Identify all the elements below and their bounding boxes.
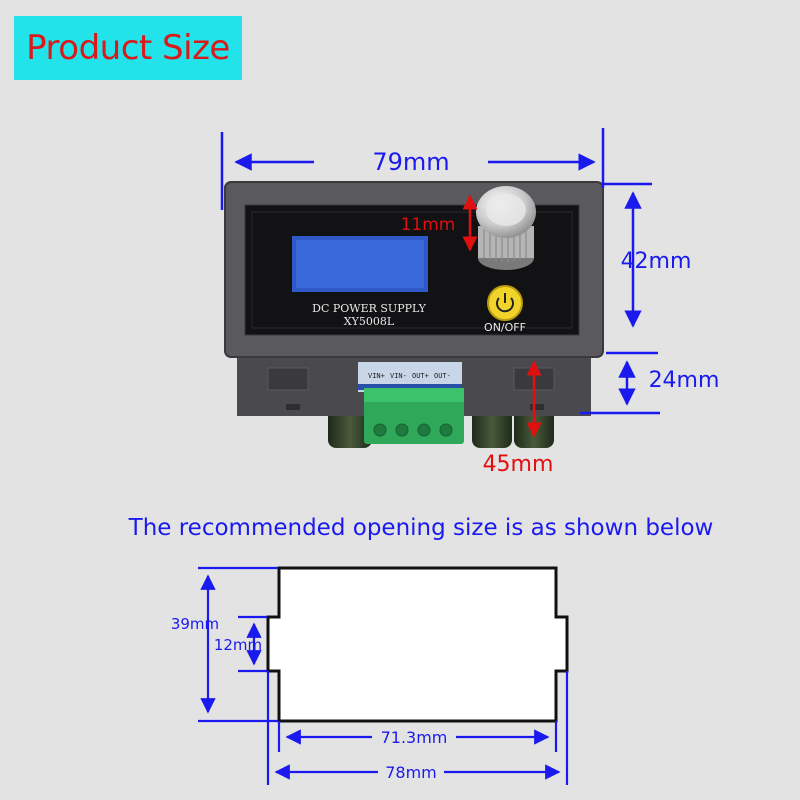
dim-knob-label: 11mm bbox=[401, 215, 456, 235]
terminal-screw bbox=[439, 423, 453, 437]
terminal-screw bbox=[395, 423, 409, 437]
rotary-knob bbox=[476, 186, 536, 270]
dimension-lines bbox=[220, 128, 660, 415]
terminal-label-vin-minus: VIN- bbox=[390, 372, 407, 380]
dim-notch-label: 12mm bbox=[214, 636, 262, 654]
panel-label-line1: DC POWER SUPPLY bbox=[312, 302, 426, 315]
power-button-label: ON/OFF bbox=[484, 321, 526, 334]
terminal-label-out-minus: OUT- bbox=[434, 372, 451, 380]
dim-outer-width-label: 78mm bbox=[385, 763, 437, 782]
dim-inner-width-label: 71.3mm bbox=[381, 728, 448, 747]
panel-label-line2: XY5008L bbox=[344, 315, 395, 328]
dim-width-label: 79mm bbox=[372, 148, 449, 176]
terminal-screw bbox=[417, 423, 431, 437]
opening-caption: The recommended opening size is as shown… bbox=[128, 515, 714, 541]
dim-opening-height-label: 39mm bbox=[171, 615, 219, 633]
opening-outline bbox=[266, 566, 569, 723]
side-clip bbox=[267, 367, 309, 391]
dim-depth-label: 24mm bbox=[649, 368, 720, 393]
terminal-screw bbox=[373, 423, 387, 437]
page-title: Product Size bbox=[26, 28, 230, 68]
title-banner: Product Size bbox=[14, 16, 242, 80]
dim-total-depth-label: 45mm bbox=[483, 452, 554, 477]
power-icon bbox=[496, 293, 514, 313]
terminal-label-vin-plus: VIN+ bbox=[368, 372, 385, 380]
terminal-label-out-plus: OUT+ bbox=[412, 372, 429, 380]
dim-height-label: 42mm bbox=[621, 249, 692, 274]
